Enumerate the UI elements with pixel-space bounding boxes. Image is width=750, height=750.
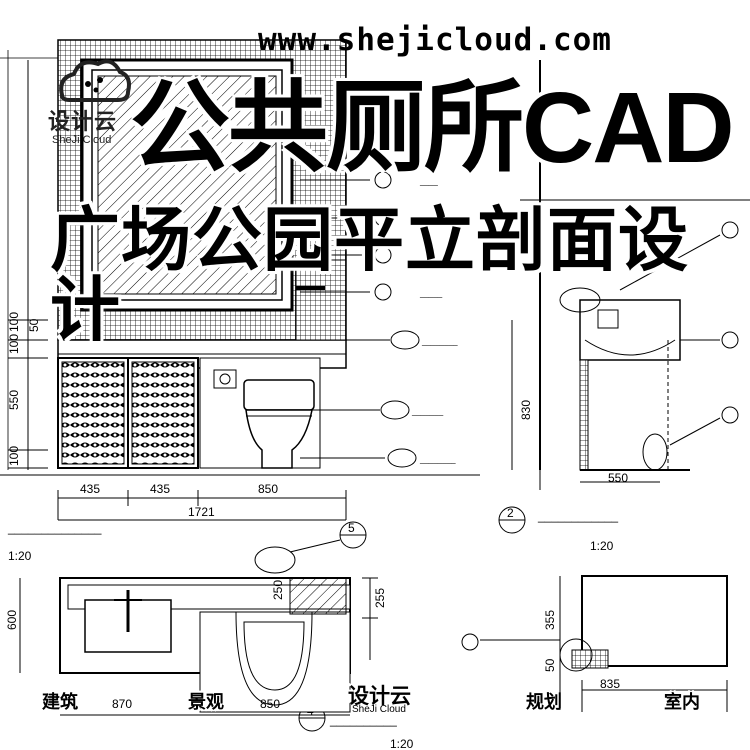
watermark-logo-text: 设计云 bbox=[48, 109, 118, 134]
section-2: 2 bbox=[507, 506, 514, 520]
category-landscape: 景观 bbox=[188, 692, 224, 712]
left-dimension bbox=[8, 60, 48, 470]
dim-1721: 1721 bbox=[188, 505, 215, 519]
side-elevation bbox=[511, 60, 750, 490]
scale-a: 1:20 bbox=[8, 549, 32, 563]
callouts-left bbox=[300, 171, 420, 468]
scale-c: 1:20 bbox=[390, 737, 414, 750]
watermark-logo-sub: SheJi Cloud bbox=[52, 134, 112, 146]
dim-870: 870 bbox=[112, 697, 132, 711]
svg-text:__________: __________ bbox=[329, 713, 397, 727]
scale-b: 1:20 bbox=[590, 539, 614, 553]
svg-text:______: ______ bbox=[419, 252, 447, 261]
section-markers bbox=[298, 506, 526, 732]
bottom-logo-text: 设计云 bbox=[348, 685, 411, 708]
svg-text:______________: ______________ bbox=[7, 521, 102, 535]
category-planning: 规划 bbox=[526, 692, 562, 712]
svg-text:100: 100 bbox=[7, 446, 21, 466]
svg-text:_______: _______ bbox=[411, 407, 444, 416]
dim-600: 600 bbox=[5, 610, 19, 630]
bottom-logo-sub: SheJi Cloud bbox=[352, 704, 406, 715]
dim-550: 550 bbox=[608, 471, 628, 485]
svg-text:_____: _____ bbox=[419, 289, 443, 298]
category-architecture: 建筑 bbox=[42, 692, 78, 712]
title-sub: 广场公园平立剖面设计 bbox=[50, 201, 689, 349]
dim-850-top: 850 bbox=[258, 482, 278, 496]
dim-50: 50 bbox=[543, 658, 557, 672]
dim-435-b: 435 bbox=[150, 482, 170, 496]
plan-view-right bbox=[461, 575, 728, 712]
svg-text:550: 550 bbox=[7, 390, 21, 410]
elevation-dimensions bbox=[0, 474, 480, 521]
dim-830: 830 bbox=[519, 400, 533, 420]
toilet-elevation bbox=[199, 357, 321, 469]
svg-text:100: 100 bbox=[7, 312, 21, 332]
dim-435-a: 435 bbox=[80, 482, 100, 496]
svg-text:____: ____ bbox=[419, 177, 438, 186]
cloud-logo-icon bbox=[59, 59, 131, 102]
plan-view bbox=[19, 539, 378, 716]
svg-text:________: ________ bbox=[419, 455, 456, 464]
svg-text:_____: _____ bbox=[419, 215, 443, 224]
section-5: 5 bbox=[348, 521, 355, 535]
category-interior: 室内 bbox=[664, 692, 700, 712]
dim-835: 835 bbox=[600, 677, 620, 691]
svg-text:________: ________ bbox=[421, 337, 458, 346]
svg-text:100: 100 bbox=[7, 334, 21, 354]
vanity-cabinet bbox=[57, 357, 199, 469]
watermark-url: www.shejicloud.com bbox=[258, 22, 612, 58]
dim-250: 250 bbox=[271, 580, 285, 600]
title-main: 公共厕所CAD bbox=[130, 72, 735, 184]
svg-text:____________: ____________ bbox=[537, 509, 618, 523]
dim-355: 355 bbox=[543, 610, 557, 630]
dim-850-bottom: 850 bbox=[260, 697, 280, 711]
svg-text:50: 50 bbox=[27, 318, 41, 332]
dim-255: 255 bbox=[373, 588, 387, 608]
category-row: 建筑 景观 规划 室内 bbox=[0, 688, 750, 718]
